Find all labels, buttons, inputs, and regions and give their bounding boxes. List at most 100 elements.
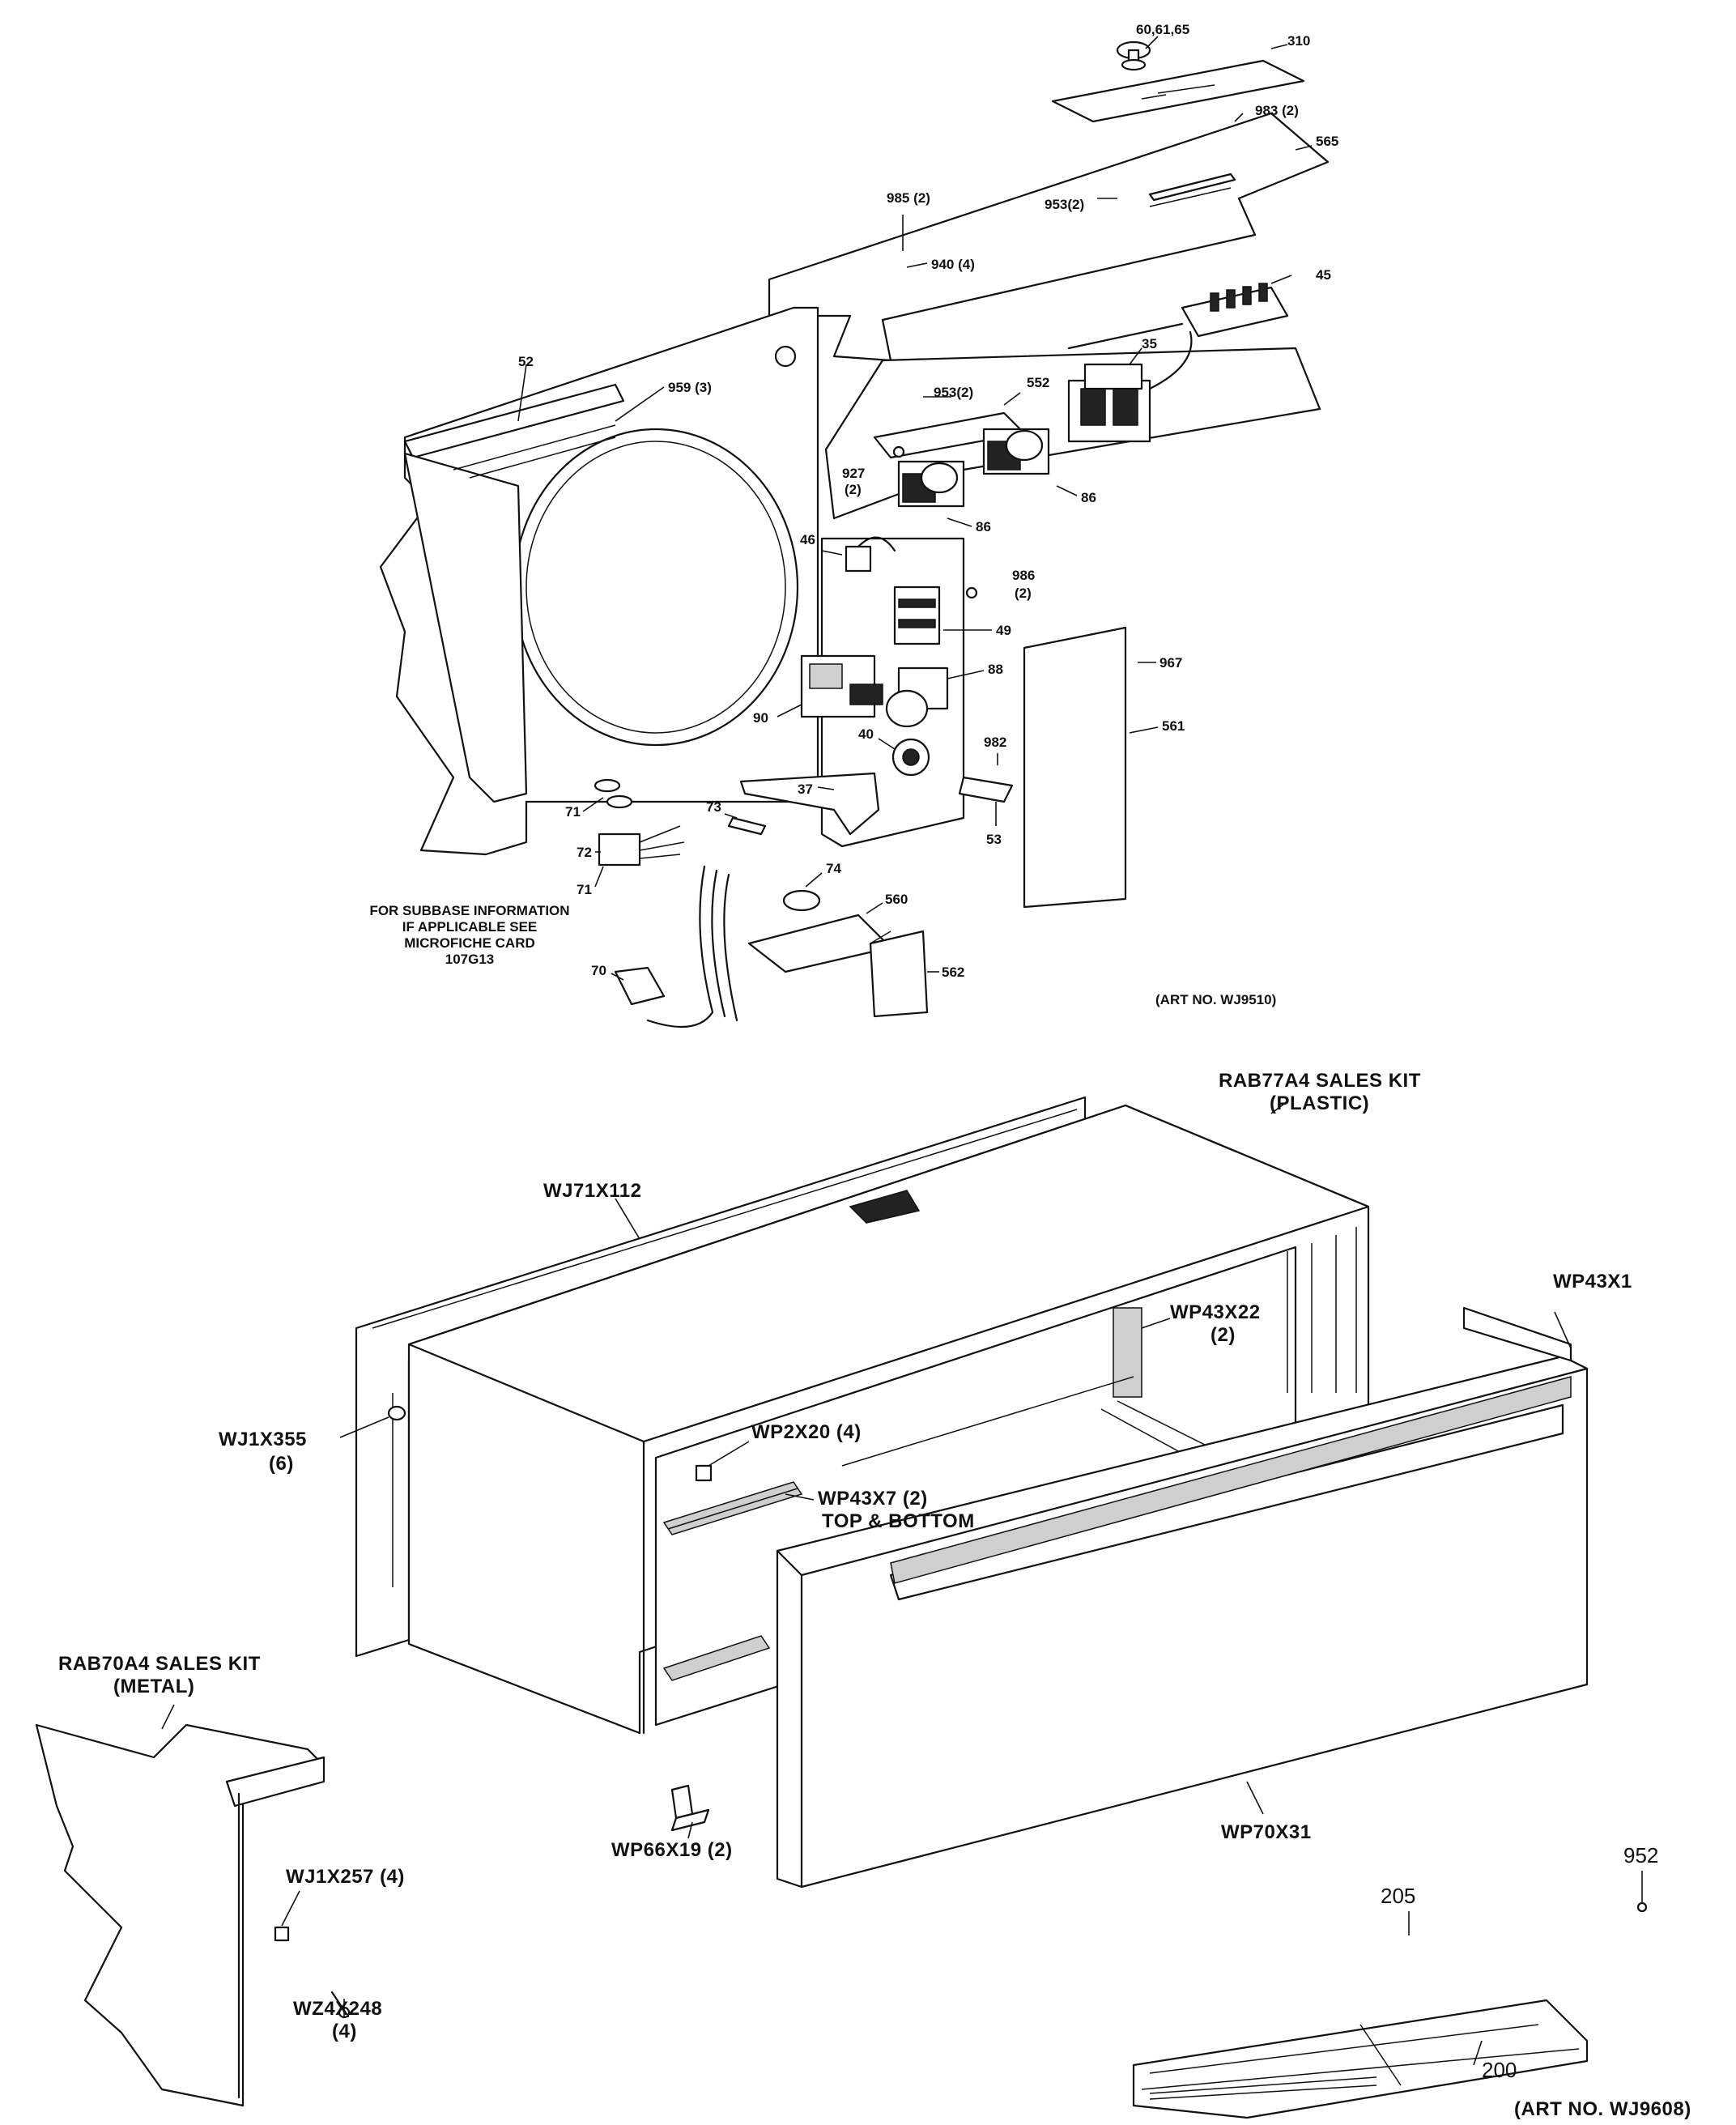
side-clip [274,1926,290,1942]
control-knob [1116,40,1151,71]
label-71-top: 71 [565,804,581,820]
label-top-bottom: TOP & BOTTOM [822,1510,975,1532]
lower-exploded-view: RAB77A4 SALES KIT (PLASTIC) WJ71X112 WP4… [35,1070,1691,2120]
label-985: 985 (2) [887,190,930,206]
label-561: 561 [1162,718,1185,734]
vertical-foam-strip [1113,1307,1142,1398]
label-45: 45 [1316,267,1331,283]
label-86-right: 86 [1081,490,1096,505]
plastic-plug [695,1464,713,1482]
label-wp2x20: WP2X20 (4) [751,1421,862,1443]
label-52: 52 [518,354,534,369]
label-wz4x248-qty: (4) [332,2021,357,2042]
mounting-plate [747,913,892,973]
label-86-left: 86 [976,519,991,534]
label-88: 88 [988,662,1003,677]
upper-exploded-view: 60,61,65 310 983 (2) 565 985 (2) 953(2) … [369,22,1338,1028]
label-53: 53 [986,832,1002,847]
label-wp43x1: WP43X1 [1553,1271,1632,1292]
upper-callouts: 60,61,65 310 983 (2) 565 985 (2) 953(2) … [517,22,1338,981]
art-number-lower: (ART NO. WJ9608) [1514,2098,1691,2120]
label-37: 37 [798,781,813,797]
fan-motor-switch [891,738,930,777]
label-562: 562 [942,965,964,980]
label-rab77-kit-type: (PLASTIC) [1270,1092,1369,1114]
subbase-note-line-3: MICROFICHE CARD [404,935,535,951]
label-wp66x19: WP66X19 (2) [611,1839,733,1861]
label-rab70-kit: RAB70A4 SALES KIT [58,1653,261,1675]
label-983: 983 (2) [1255,103,1299,118]
label-rab70-kit-type: (METAL) [113,1676,194,1697]
label-205: 205 [1381,1884,1415,1908]
label-986: 986 [1012,568,1035,583]
label-46: 46 [800,532,815,547]
label-wj1x257: WJ1X257 (4) [286,1866,405,1888]
label-wj1x355: WJ1X355 [219,1429,307,1450]
label-wj71x112: WJ71X112 [543,1180,641,1202]
subbase-note-line-4: 107G13 [445,952,495,967]
front-grille-panel [776,1355,1589,1889]
control-panel [768,112,1330,362]
rocker-switch-right [982,428,1050,475]
metal-side-kit [35,1723,326,2107]
cord-cover [869,930,929,1018]
label-310: 310 [1287,33,1310,49]
relay-component [1067,330,1193,443]
label-952: 952 [1623,1843,1658,1867]
label-40: 40 [858,726,874,742]
label-60-61-65: 60,61,65 [1136,22,1189,37]
label-wp43x22-qty: (2) [1211,1324,1236,1346]
power-cord [614,865,738,1028]
wire-connectors [594,778,685,867]
access-cover [1023,626,1127,909]
label-953-mid: 953(2) [934,385,973,400]
selector-switch [885,666,949,728]
cord-clamp [727,816,767,836]
label-953-top: 953(2) [1045,197,1084,212]
mounting-strip [958,776,1014,803]
mounting-bracket [403,383,625,803]
subbase-note-line-2: IF APPLICABLE SEE [402,919,538,935]
art-number-upper: (ART NO. WJ9510) [1155,992,1276,1007]
label-73: 73 [706,799,721,815]
label-986-qty: (2) [1015,586,1032,601]
trim-panel [1132,1999,1589,2119]
label-71-bottom: 71 [577,882,592,897]
label-959: 959 (3) [668,380,712,395]
seal-strip-top [662,1481,803,1535]
label-49: 49 [996,623,1011,638]
label-200: 200 [1482,2058,1517,2082]
mounting-clip [670,1784,710,1832]
thermostat [800,654,883,718]
rocker-switch-left [897,460,965,508]
lower-callouts: RAB77A4 SALES KIT (PLASTIC) WJ71X112 WP4… [58,1070,1658,2082]
grommet [782,889,821,912]
thermistor-clip [845,536,896,573]
screw-952 [1636,1871,1648,1913]
label-565: 565 [1316,134,1338,149]
label-90: 90 [753,710,768,726]
label-70: 70 [591,963,606,978]
seal-strip-bottom [662,1635,771,1681]
label-wp43x22: WP43X22 [1170,1301,1261,1323]
label-552: 552 [1027,375,1049,390]
label-560: 560 [885,892,908,907]
bracket-37 [739,772,880,836]
subbase-note-line-1: FOR SUBBASE INFORMATION [369,903,569,918]
mounting-screw [387,1405,406,1421]
label-967: 967 [1159,655,1182,671]
rotary-switch [893,586,941,645]
label-35: 35 [1142,336,1157,351]
label-wj1x355-qty: (6) [269,1453,294,1475]
label-wp43x7: WP43X7 (2) [818,1488,928,1510]
label-982: 982 [984,735,1006,750]
label-74: 74 [826,861,841,876]
label-72: 72 [577,845,592,860]
interior-rails [841,1376,1215,1467]
label-wz4x248: WZ4X248 [293,1998,382,2020]
label-927-qty: (2) [845,482,862,497]
label-rab77-kit: RAB77A4 SALES KIT [1219,1070,1421,1092]
label-wp70x31: WP70X31 [1221,1821,1312,1843]
label-927: 927 [842,466,865,481]
